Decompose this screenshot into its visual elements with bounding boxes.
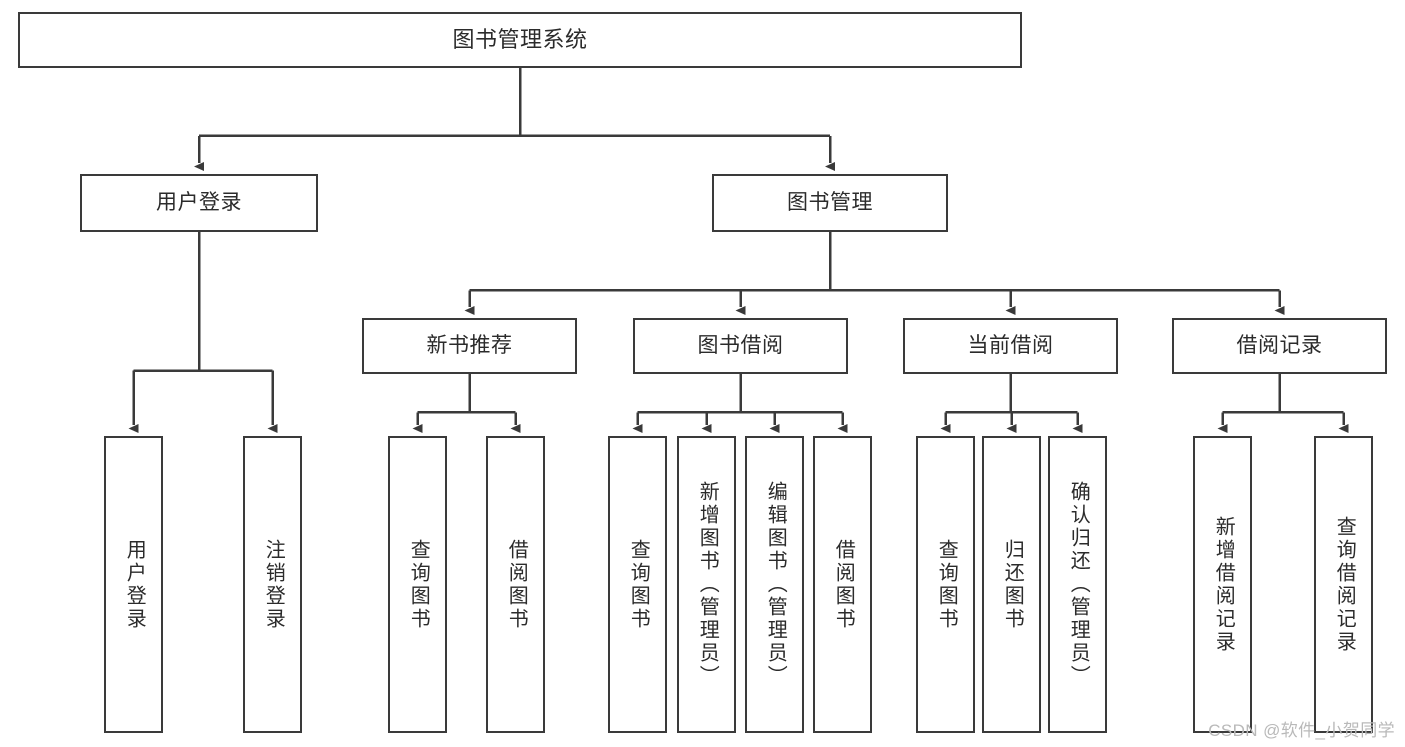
node-label: 新增借阅记录 xyxy=(1212,515,1235,654)
node-label: 用户登录 xyxy=(156,190,242,214)
node-label: 新增图书（管理员） xyxy=(696,481,719,688)
node-label: 图书管理 xyxy=(787,190,873,214)
node-label: 查询借阅记录 xyxy=(1333,515,1356,654)
node-current-2[interactable]: 归还图书 xyxy=(982,436,1041,733)
node-current-1[interactable]: 查询图书 xyxy=(916,436,975,733)
node-bookmgmt[interactable]: 图书管理 xyxy=(712,174,948,232)
node-current-3[interactable]: 确认归还（管理员） xyxy=(1048,436,1107,733)
node-label: 查询图书 xyxy=(935,538,958,631)
node-newbook-1[interactable]: 查询图书 xyxy=(388,436,447,733)
node-login[interactable]: 用户登录 xyxy=(80,174,318,232)
node-borrow[interactable]: 图书借阅 xyxy=(633,318,848,374)
node-label: 借阅记录 xyxy=(1236,333,1323,357)
node-label: 用户登录 xyxy=(123,538,146,631)
watermark: CSDN @软件_小贺同学 xyxy=(1208,721,1395,740)
node-label: 图书借阅 xyxy=(697,333,784,357)
node-current[interactable]: 当前借阅 xyxy=(903,318,1118,374)
node-root[interactable]: 图书管理系统 xyxy=(18,12,1022,68)
node-label: 当前借阅 xyxy=(967,333,1054,357)
node-login-1[interactable]: 用户登录 xyxy=(104,436,163,733)
node-borrow-1[interactable]: 查询图书 xyxy=(608,436,667,733)
node-records[interactable]: 借阅记录 xyxy=(1172,318,1387,374)
node-records-1[interactable]: 新增借阅记录 xyxy=(1193,436,1252,733)
node-borrow-3[interactable]: 编辑图书（管理员） xyxy=(745,436,804,733)
node-label: 注销登录 xyxy=(262,538,285,631)
node-newbook[interactable]: 新书推荐 xyxy=(362,318,577,374)
node-label: 查询图书 xyxy=(407,538,430,631)
node-label: 借阅图书 xyxy=(832,538,855,631)
node-label: 确认归还（管理员） xyxy=(1067,481,1090,688)
node-label: 借阅图书 xyxy=(505,538,528,631)
node-label: 归还图书 xyxy=(1001,538,1024,631)
node-borrow-4[interactable]: 借阅图书 xyxy=(813,436,872,733)
node-newbook-2[interactable]: 借阅图书 xyxy=(486,436,545,733)
node-records-2[interactable]: 查询借阅记录 xyxy=(1314,436,1373,733)
node-label: 图书管理系统 xyxy=(452,27,588,53)
node-label: 编辑图书（管理员） xyxy=(764,481,787,688)
node-label: 新书推荐 xyxy=(426,333,513,357)
node-label: 查询图书 xyxy=(627,538,650,631)
node-login-2[interactable]: 注销登录 xyxy=(243,436,302,733)
node-borrow-2[interactable]: 新增图书（管理员） xyxy=(677,436,736,733)
